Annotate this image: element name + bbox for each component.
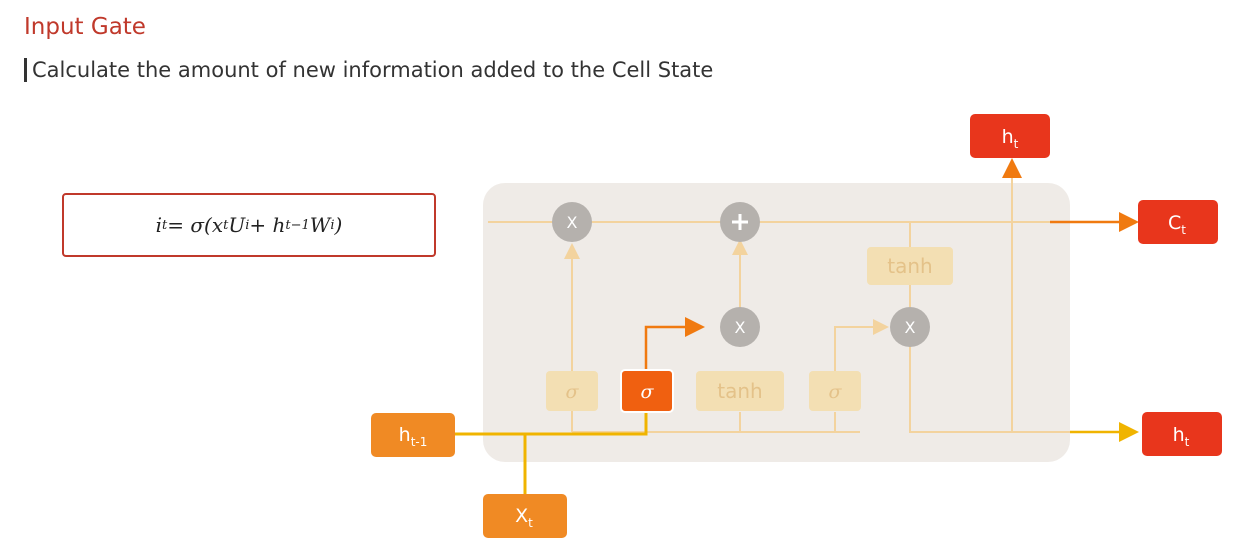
svg-text:Ct: Ct — [1168, 212, 1186, 237]
output-c-box: Ct — [1138, 200, 1218, 244]
input-h-base: h — [399, 424, 411, 446]
cell-add-node — [720, 202, 760, 242]
output-h-right-sub: t — [1185, 435, 1190, 449]
output-multiply-symbol: X — [905, 318, 916, 337]
input-multiply-symbol: X — [735, 318, 746, 337]
forget-multiply-symbol: X — [567, 213, 578, 232]
output-h-top-box: ht — [970, 114, 1050, 158]
output-h-top-sub: t — [1014, 137, 1019, 151]
page-title: Input Gate — [24, 14, 146, 40]
input-x-sub: t — [528, 516, 533, 530]
output-h-right-base: h — [1173, 424, 1185, 446]
cell-tanh: tanh — [867, 247, 953, 285]
formula-u: U — [228, 213, 246, 237]
input-x-base: X — [515, 505, 528, 527]
input-gate-sigma: σ — [620, 369, 674, 413]
formula-u-sup: i — [245, 217, 250, 233]
input-x-box: Xt — [483, 494, 567, 538]
output-multiply-node: X — [890, 307, 930, 347]
cell-tanh-label: tanh — [887, 254, 932, 278]
candidate-tanh-label: tanh — [717, 379, 762, 403]
active-connections — [455, 158, 1139, 495]
faded-connections — [488, 175, 1070, 433]
svg-text:Xt: Xt — [515, 505, 533, 530]
svg-text:ht: ht — [1002, 126, 1019, 151]
input-gate-label: σ — [641, 381, 655, 403]
forget-gate-label: σ — [566, 381, 580, 403]
forget-multiply-node: X — [552, 202, 592, 242]
formula-lhs: i — [155, 213, 163, 237]
input-h-box: ht-1 — [371, 413, 455, 457]
svg-text:ht: ht — [1173, 424, 1190, 449]
formula-eq: = σ(x — [167, 213, 224, 237]
formula-w: W — [309, 213, 331, 237]
forget-gate-sigma: σ — [546, 371, 598, 411]
output-h-right-box: ht — [1142, 412, 1222, 456]
page-subtitle: Calculate the amount of new information … — [24, 58, 713, 82]
output-gate-sigma: σ — [809, 371, 861, 411]
output-c-sub: t — [1181, 223, 1186, 237]
output-c-base: C — [1168, 212, 1181, 234]
formula-h-sub: t−1 — [285, 217, 310, 233]
output-h-top-base: h — [1002, 126, 1014, 148]
svg-text:ht-1: ht-1 — [399, 424, 428, 449]
formula-plus: + h — [249, 213, 286, 237]
input-multiply-node: X — [720, 307, 760, 347]
formula-x-sub: t — [223, 217, 229, 233]
formula-w-sup: i — [330, 217, 335, 233]
output-gate-label: σ — [829, 381, 843, 403]
candidate-tanh: tanh — [696, 371, 784, 411]
input-h-sub: t-1 — [411, 435, 428, 449]
formula-lhs-sub: t — [162, 217, 168, 233]
formula-close: ) — [334, 213, 343, 237]
